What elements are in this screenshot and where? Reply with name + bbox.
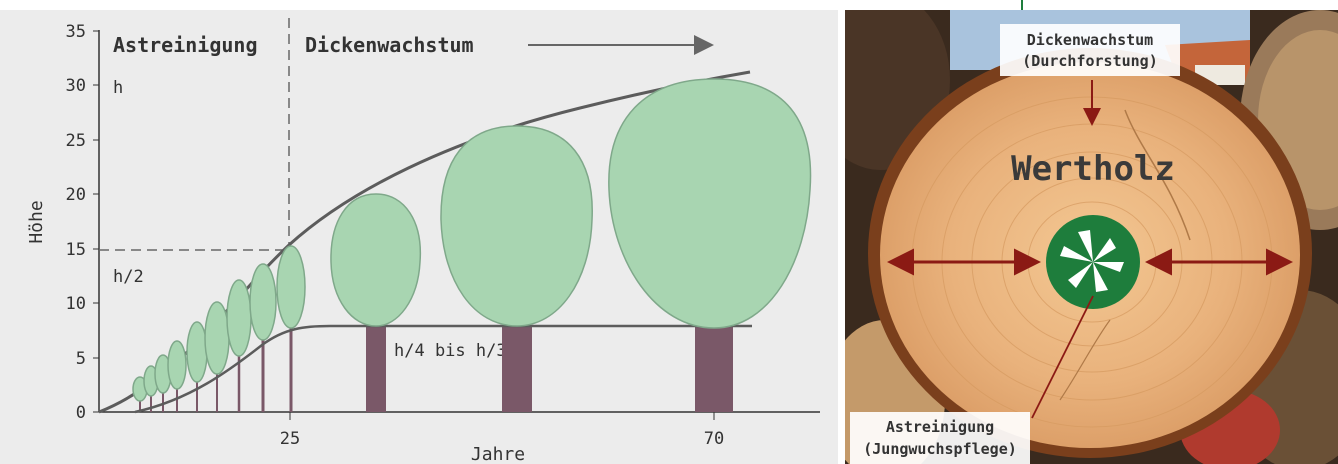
x-tick-label: 70: [704, 429, 724, 449]
x-tick-label: 25: [280, 429, 300, 449]
y-tick-label: 0: [76, 403, 86, 423]
height-label: h: [113, 78, 123, 98]
y-tick-label: 35: [66, 22, 86, 42]
top-label-line2: (Durchforstung): [1022, 52, 1157, 70]
y-tick-label: 25: [66, 131, 86, 151]
half-height-label: h/2: [113, 267, 144, 287]
y-axis-label: Höhe: [26, 200, 47, 243]
bottom-label-line1: Astreinigung: [886, 418, 994, 436]
y-tick-label: 15: [66, 240, 86, 260]
phase-label-left: Astreinigung: [113, 33, 258, 57]
tree-trunk: [695, 326, 733, 412]
bottom-label-line2: (Jungwuchspflege): [863, 440, 1017, 458]
y-tick-label: 10: [66, 294, 86, 314]
right-panel: Dickenwachstum (Durchforstung) Wertholz …: [810, 0, 1338, 464]
center-label: Wertholz: [1011, 149, 1175, 189]
y-tick-label: 20: [66, 185, 86, 205]
tree-trunk: [366, 326, 386, 412]
phase-label-right: Dickenwachstum: [305, 33, 474, 57]
y-tick-label: 5: [76, 349, 86, 369]
x-axis-label: Jahre: [471, 444, 525, 464]
crown-base-label: h/4 bis h/3: [394, 341, 507, 361]
top-label-line1: Dickenwachstum: [1027, 31, 1153, 49]
tree-trunk: [502, 326, 532, 412]
y-tick-label: 30: [66, 76, 86, 96]
